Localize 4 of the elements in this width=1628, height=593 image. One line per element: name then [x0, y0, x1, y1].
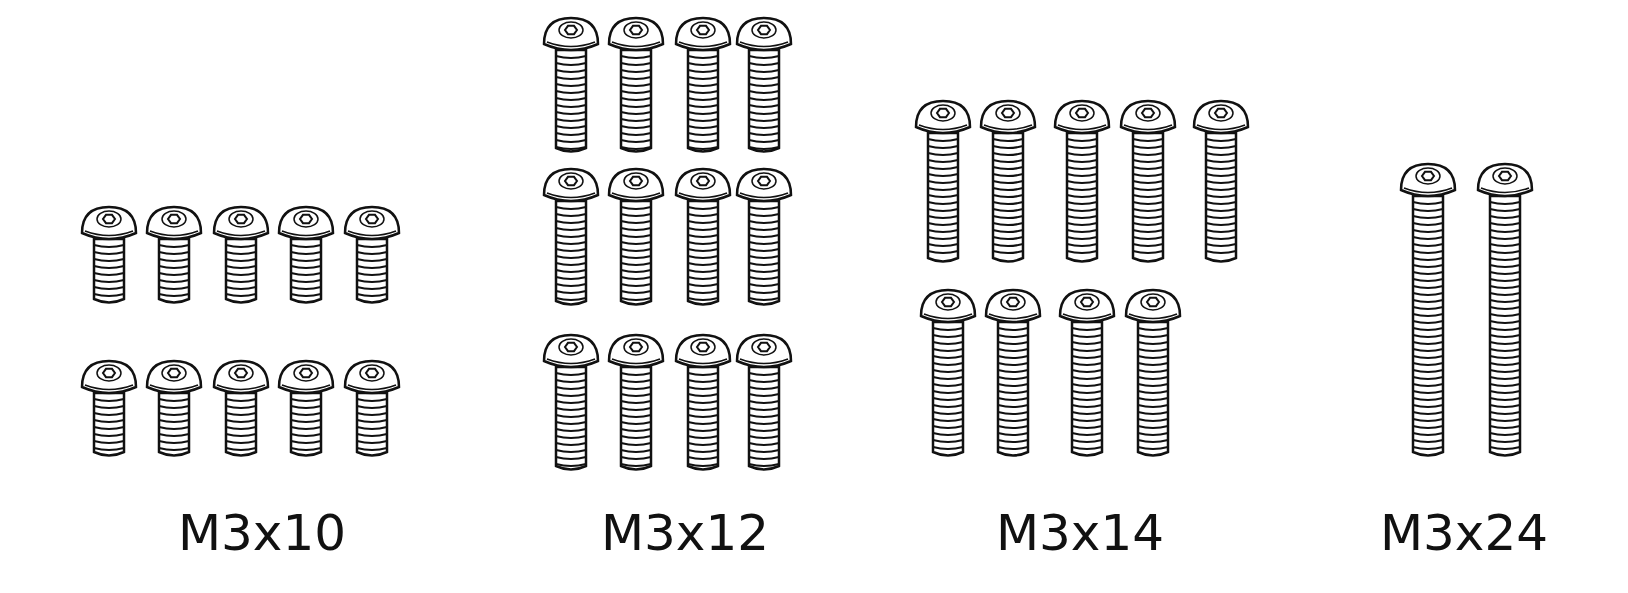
- size-label: M3x24: [1379, 508, 1549, 558]
- size-label: M3x12: [600, 508, 770, 558]
- size-label: M3x10: [177, 508, 347, 558]
- size-label: M3x14: [995, 508, 1165, 558]
